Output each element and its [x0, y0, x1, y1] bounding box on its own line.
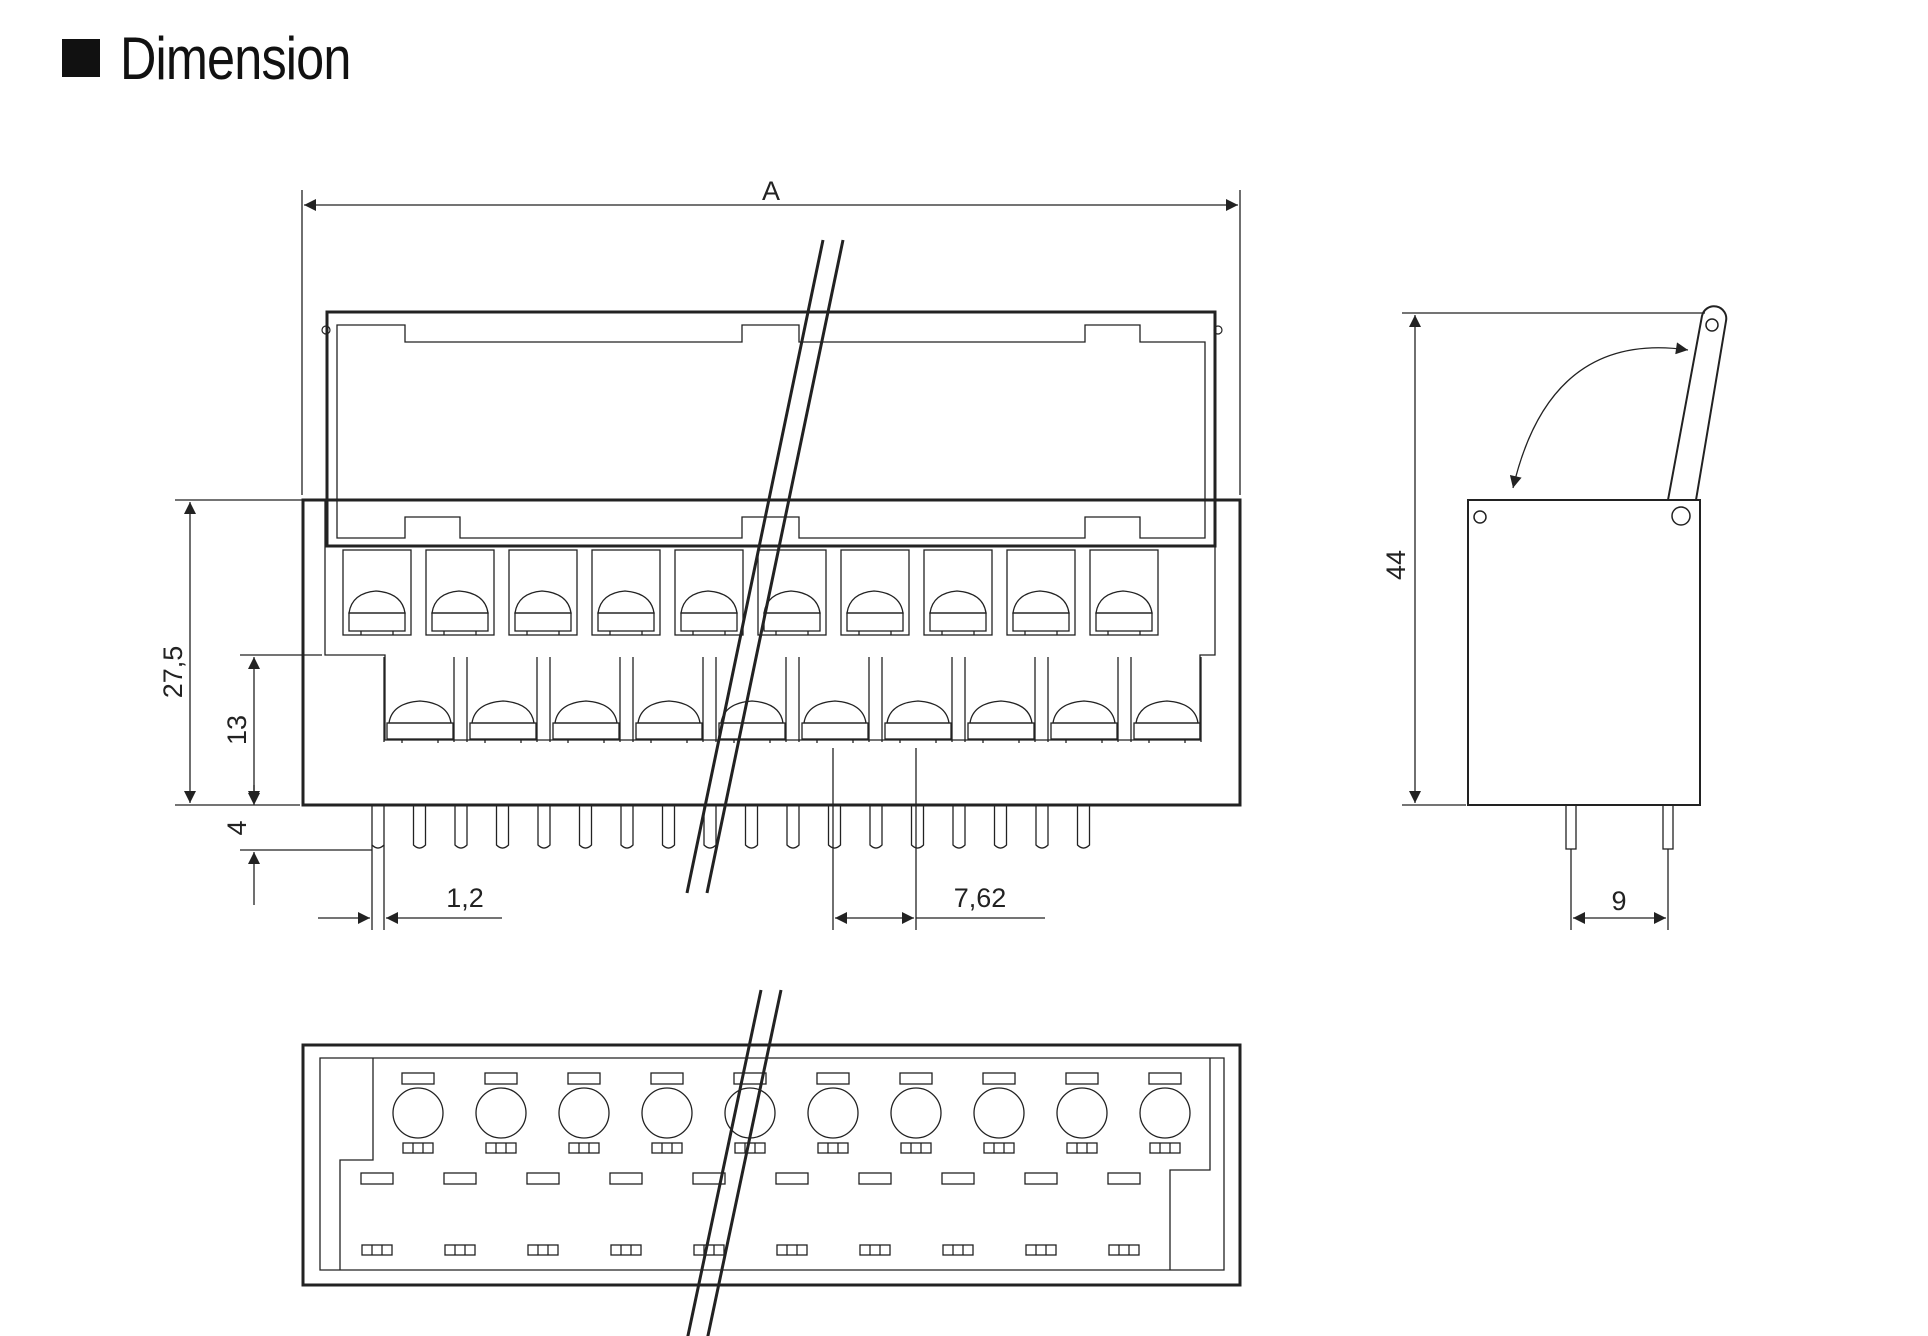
pins-row	[371, 804, 1091, 849]
pitch-dimension	[832, 748, 1045, 930]
total-height-label: 44	[1381, 550, 1411, 580]
top-terminal-columns	[360, 1072, 1191, 1256]
side-view	[1402, 305, 1728, 930]
top-break-lines	[686, 989, 783, 1336]
housing-body	[301, 498, 1242, 807]
pin-width-label: 1,2	[446, 883, 484, 913]
lower-terminal-row	[383, 656, 1202, 744]
height-13-label: 13	[222, 715, 252, 745]
pin-spacing-label: 9	[1611, 886, 1626, 916]
front-view: A	[158, 176, 1242, 930]
upper-terminal-row	[342, 549, 1159, 636]
width-dimension	[301, 190, 1241, 495]
pin-width-dimension	[318, 845, 502, 930]
pitch-label: 7,62	[954, 883, 1007, 913]
width-label: A	[762, 176, 780, 206]
pin-length-label: 4	[222, 820, 252, 835]
lid-cover	[321, 310, 1223, 548]
height-27-5-label: 27,5	[158, 646, 188, 699]
title-square-icon	[62, 39, 100, 77]
page-title-text: Dimension	[120, 24, 351, 92]
page-title: Dimension	[62, 18, 394, 98]
front-break-lines	[685, 239, 845, 894]
left-height-dimensions	[175, 499, 372, 905]
lever	[1667, 305, 1728, 501]
top-view	[301, 989, 1242, 1336]
